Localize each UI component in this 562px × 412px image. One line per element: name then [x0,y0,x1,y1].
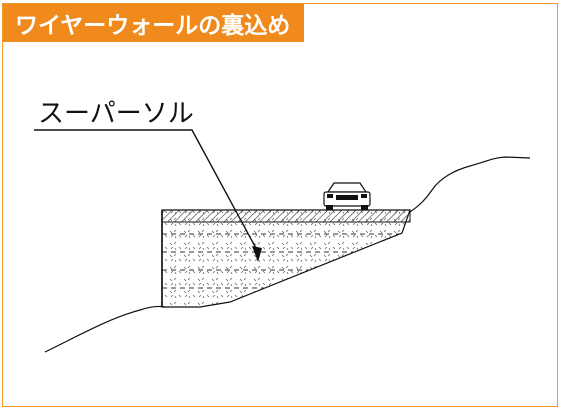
pavement-layer [161,209,411,223]
callout-arrowhead [252,246,262,262]
layer-lines [162,233,402,289]
ground-line-left [44,305,166,353]
page-title: ワイヤーウォールの裏込め [3,4,305,42]
backfill-section [161,209,411,308]
figure-frame: ワイヤーウォールの裏込め [2,3,558,407]
car-icon [323,182,371,210]
ground-line-right [409,156,531,213]
callout-leader [34,129,259,253]
callout-label: スーパーソル [38,99,194,129]
